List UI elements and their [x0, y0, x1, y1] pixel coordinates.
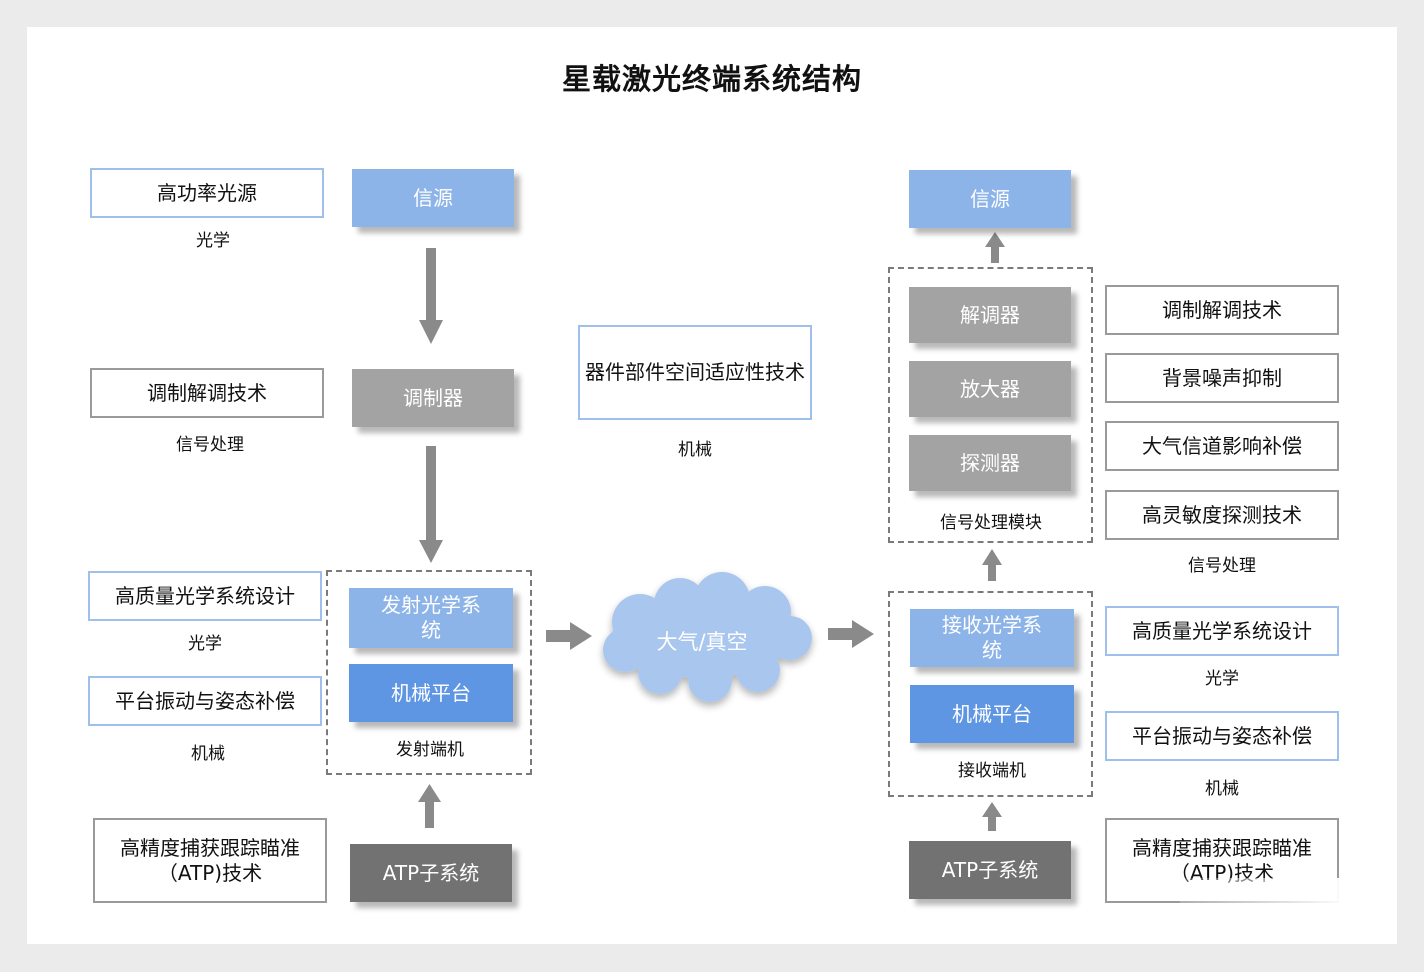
arrow-medium-to-receiver: [828, 620, 874, 648]
receive-optics-line2: 统: [982, 638, 1002, 662]
signal-processing-label: 信号处理模块: [940, 513, 1042, 533]
amplifier-box: 放大器: [909, 361, 1071, 417]
tech-atp-line1: 高精度捕获跟踪瞄准: [1132, 835, 1312, 860]
receiver-group-label: 接收端机: [958, 761, 1026, 781]
transmit-atp-box: ATP子系统: [350, 844, 512, 902]
tech-caption-mechanical: 机械: [678, 440, 712, 460]
receive-optics-line1: 接收光学系: [942, 613, 1042, 637]
tech-atp-line1: 高精度捕获跟踪瞄准: [120, 835, 300, 860]
detector-box: 探测器: [909, 435, 1071, 491]
arrow-atp-up-left: [418, 784, 441, 828]
arrow-optics-to-module: [982, 549, 1002, 581]
transmit-platform-box: 机械平台: [349, 664, 513, 722]
tech-optical-design: 高质量光学系统设计: [1105, 606, 1339, 656]
medium-label: 大气/真空: [656, 630, 748, 654]
cloud-shape: [603, 572, 812, 702]
tech-space-line1: 器件部件空间: [585, 360, 705, 384]
tech-caption-signal: 信号处理: [1188, 556, 1256, 576]
tech-caption-mechanical: 机械: [1205, 779, 1239, 799]
receive-optics-box: 接收光学系统: [910, 609, 1074, 667]
tech-vibration-compensation: 平台振动与姿态补偿: [88, 676, 322, 726]
signal-processing-frame: [888, 267, 1093, 543]
transmit-optics-line1: 发射光学系: [381, 593, 481, 617]
transmitter-group-frame: [326, 570, 532, 775]
tech-caption-optics: 光学: [1205, 669, 1239, 689]
modulator-box: 调制器: [352, 369, 514, 427]
receiver-group-frame: [888, 591, 1093, 797]
transmit-optics-box: 发射光学系统: [349, 588, 513, 648]
transmit-optics-line2: 统: [421, 618, 441, 642]
watermark-fade: [1180, 878, 1340, 944]
tech-caption-signal: 信号处理: [176, 435, 244, 455]
tech-caption-optics: 光学: [196, 231, 230, 251]
arrow-source-to-modulator: [419, 248, 443, 344]
tech-background-noise: 背景噪声抑制: [1105, 353, 1339, 403]
tech-atp-line2: （ATP)技术: [157, 860, 263, 885]
arrow-transmitter-to-medium: [546, 622, 592, 650]
tech-vibration-compensation: 平台振动与姿态补偿: [1105, 711, 1339, 761]
tech-caption-optics: 光学: [188, 634, 222, 654]
transmitter-group-label: 发射端机: [396, 740, 464, 760]
tech-atmospheric-compensation: 大气信道影响补偿: [1105, 421, 1339, 471]
receiver-source-box: 信源: [909, 170, 1071, 228]
tech-space-adaptability: 器件部件空间适应性技术: [578, 325, 812, 420]
tech-optical-design: 高质量光学系统设计: [88, 571, 322, 621]
tech-atp: 高精度捕获跟踪瞄准（ATP)技术: [93, 818, 327, 903]
transmitter-source-box: 信源: [352, 169, 514, 227]
tech-high-sensitivity-detection: 高灵敏度探测技术: [1105, 490, 1339, 540]
receive-platform-box: 机械平台: [910, 685, 1074, 743]
tech-caption-mechanical: 机械: [191, 744, 225, 764]
tech-space-line2: 适应性技术: [705, 360, 805, 384]
diagram-title: 星载激光终端系统结构: [561, 62, 862, 96]
tech-modulation-demodulation: 调制解调技术: [1105, 285, 1339, 335]
tech-modulation-demodulation: 调制解调技术: [90, 368, 324, 418]
receive-atp-box: ATP子系统: [909, 841, 1071, 899]
demodulator-box: 解调器: [909, 287, 1071, 343]
arrow-modulator-to-optics: [419, 446, 443, 563]
arrow-atp-up-right: [982, 802, 1002, 831]
tech-high-power-source: 高功率光源: [90, 168, 324, 218]
arrow-module-to-source: [985, 232, 1005, 263]
